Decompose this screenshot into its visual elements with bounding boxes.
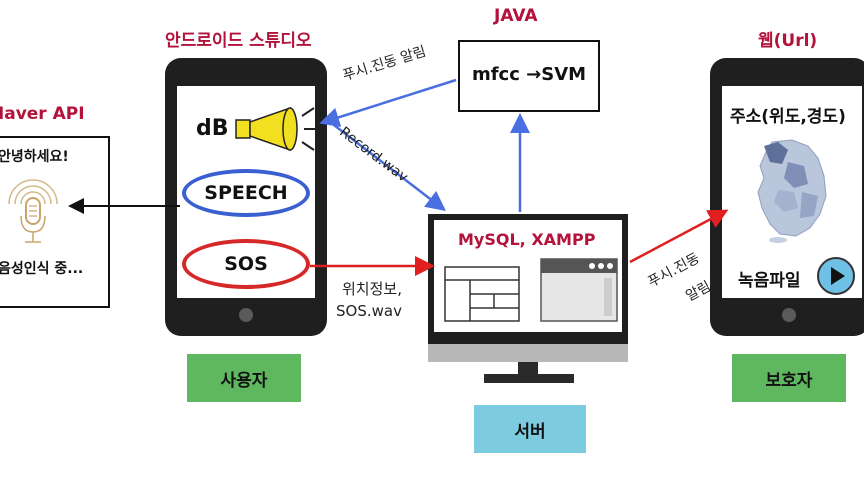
db-label: dB bbox=[196, 116, 229, 141]
browser-window-icon bbox=[540, 258, 618, 322]
location-info-label: 위치정보, bbox=[342, 280, 402, 298]
speech-button[interactable]: SPEECH bbox=[182, 169, 310, 217]
naver-api-box: 안녕하세요! 음성인식 중... bbox=[0, 136, 110, 308]
record-wav-label: Record.wav bbox=[336, 124, 411, 186]
web-address: 주소(위도,경도) bbox=[730, 107, 846, 127]
home-button bbox=[239, 308, 253, 322]
naver-status: 음성인식 중... bbox=[0, 261, 84, 277]
java-title: JAVA bbox=[494, 6, 538, 26]
guardian-tag: 보호자 bbox=[732, 354, 846, 402]
monitor-chin bbox=[428, 344, 628, 362]
android-studio-title: 안드로이드 스튜디오 bbox=[165, 31, 312, 51]
java-flow: mfcc →SVM bbox=[471, 64, 587, 85]
speaker-icon bbox=[235, 106, 318, 152]
naver-api-title: Naver API bbox=[0, 104, 85, 124]
microphone-icon bbox=[8, 179, 58, 243]
naver-greeting: 안녕하세요! bbox=[0, 149, 69, 165]
play-icon[interactable] bbox=[816, 256, 856, 296]
arrow-java-to-android bbox=[319, 78, 457, 127]
user-tag: 사용자 bbox=[187, 354, 301, 402]
database-table-icon bbox=[444, 266, 520, 322]
korea-map-icon bbox=[757, 139, 827, 243]
server-title: MySQL, XAMPP bbox=[458, 230, 596, 249]
sos-button[interactable]: SOS bbox=[182, 239, 310, 289]
push-alert-label: 푸시.진동 알림 bbox=[340, 43, 428, 85]
monitor-neck bbox=[518, 362, 538, 374]
java-box: mfcc →SVM bbox=[458, 40, 600, 112]
web-home-button bbox=[782, 308, 796, 322]
sos-wav-label: SOS.wav bbox=[336, 302, 402, 320]
web-title: 웹(Url) bbox=[758, 31, 818, 51]
web-recording-label: 녹음파일 bbox=[738, 271, 801, 291]
monitor-stand bbox=[484, 374, 574, 383]
server-tag: 서버 bbox=[474, 405, 586, 453]
